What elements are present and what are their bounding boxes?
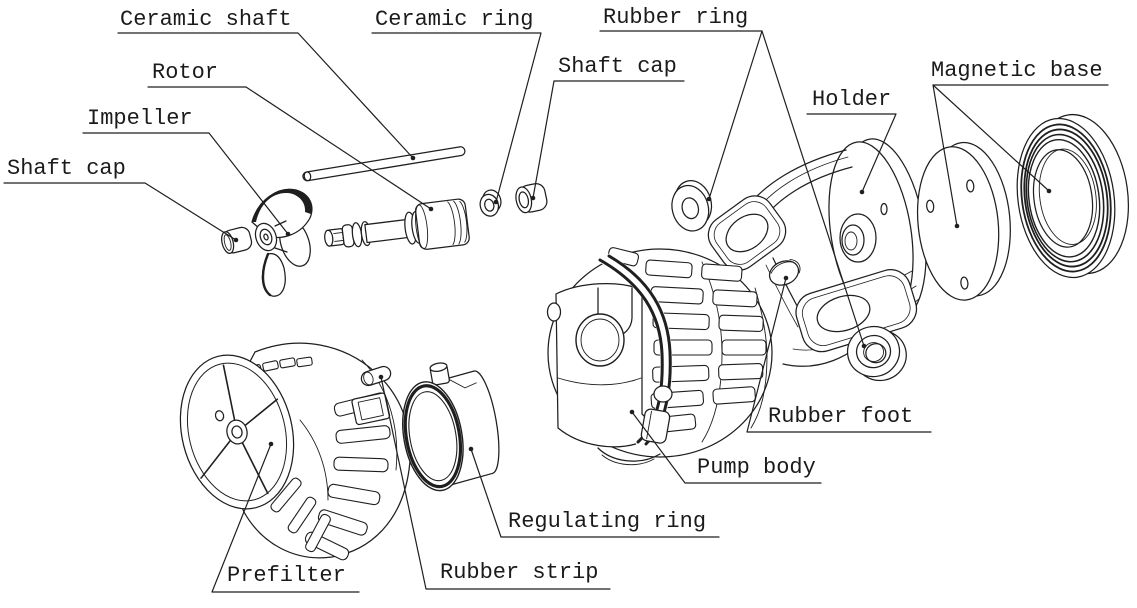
part-rubber-ring-grommet: [846, 325, 907, 382]
label-impeller: Impeller: [87, 106, 193, 131]
part-ceramic-ring: [479, 189, 502, 217]
label-magnetic-base: Magnetic base: [931, 58, 1103, 83]
leader-regulating-ring: [468, 446, 720, 538]
label-ceramic-shaft: Ceramic shaft: [120, 7, 292, 32]
part-magnetic-base-ring: [1016, 113, 1130, 279]
leader-ceramic-ring: [371, 32, 542, 205]
leader-rubber-foot: [746, 275, 932, 433]
label-pump-body: Pump body: [697, 455, 816, 480]
part-rubber-foot: [768, 258, 801, 286]
leader-impeller: [82, 132, 291, 237]
leader-holder: [806, 113, 897, 195]
part-regulating-ring: [402, 362, 500, 492]
leader-rotor: [147, 86, 434, 212]
part-rotor: [324, 198, 470, 250]
leader-magnetic-base: [932, 84, 1109, 229]
leader-rubber-ring: [599, 30, 867, 349]
leader-shaft-cap-top: [530, 80, 685, 201]
label-prefilter: Prefilter: [227, 563, 346, 588]
part-prefilter: [179, 342, 412, 561]
part-rubber-ring-washer: [671, 180, 713, 232]
part-holder: [707, 138, 927, 367]
label-rubber-foot: Rubber foot: [768, 404, 914, 429]
part-ceramic-shaft: [302, 146, 466, 182]
part-rubber-strip: [360, 365, 392, 387]
label-rubber-strip: Rubber strip: [440, 560, 599, 585]
label-regulating-ring: Regulating ring: [508, 509, 707, 534]
label-shaft-cap-left: Shaft cap: [7, 156, 126, 181]
part-pump-body: [546, 247, 773, 466]
label-rubber-ring: Rubber ring: [603, 5, 749, 30]
label-rotor: Rotor: [152, 60, 219, 85]
leader-rubber-strip: [378, 374, 611, 590]
label-holder: Holder: [812, 87, 892, 112]
label-ceramic-ring: Ceramic ring: [375, 7, 534, 32]
part-impeller: [251, 188, 313, 297]
leader-shaft-cap-left: [3, 182, 239, 243]
leader-ceramic-shaft: [117, 32, 416, 161]
label-shaft-cap-top: Shaft cap: [558, 54, 677, 79]
leader-prefilter: [211, 441, 360, 593]
part-magnetic-base-disc: [916, 141, 1011, 301]
leader-pump-body: [629, 409, 822, 484]
label-leader-lines: [3, 30, 1109, 593]
